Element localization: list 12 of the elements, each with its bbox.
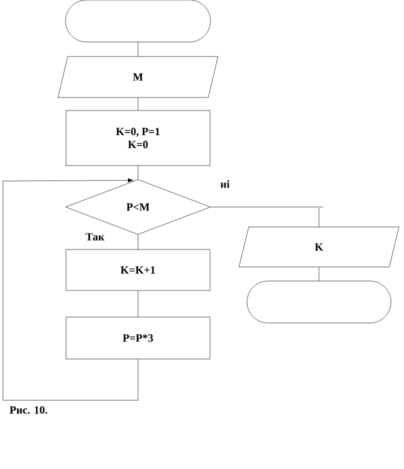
io-parallelogram: M (58, 56, 218, 98)
process-box: P=P*3 (66, 316, 210, 360)
process-box: K=0, P=1 K=0 (66, 110, 210, 166)
connector (210, 206, 324, 208)
caption: Рис. 10. (10, 406, 48, 414)
edge-label: ні (220, 180, 230, 188)
io-parallelogram: K (238, 226, 400, 268)
connector (2, 178, 138, 400)
connector (318, 208, 320, 227)
process-box: K=K+1 (66, 249, 210, 291)
connector (318, 267, 320, 281)
edge-label: Так (86, 233, 104, 241)
